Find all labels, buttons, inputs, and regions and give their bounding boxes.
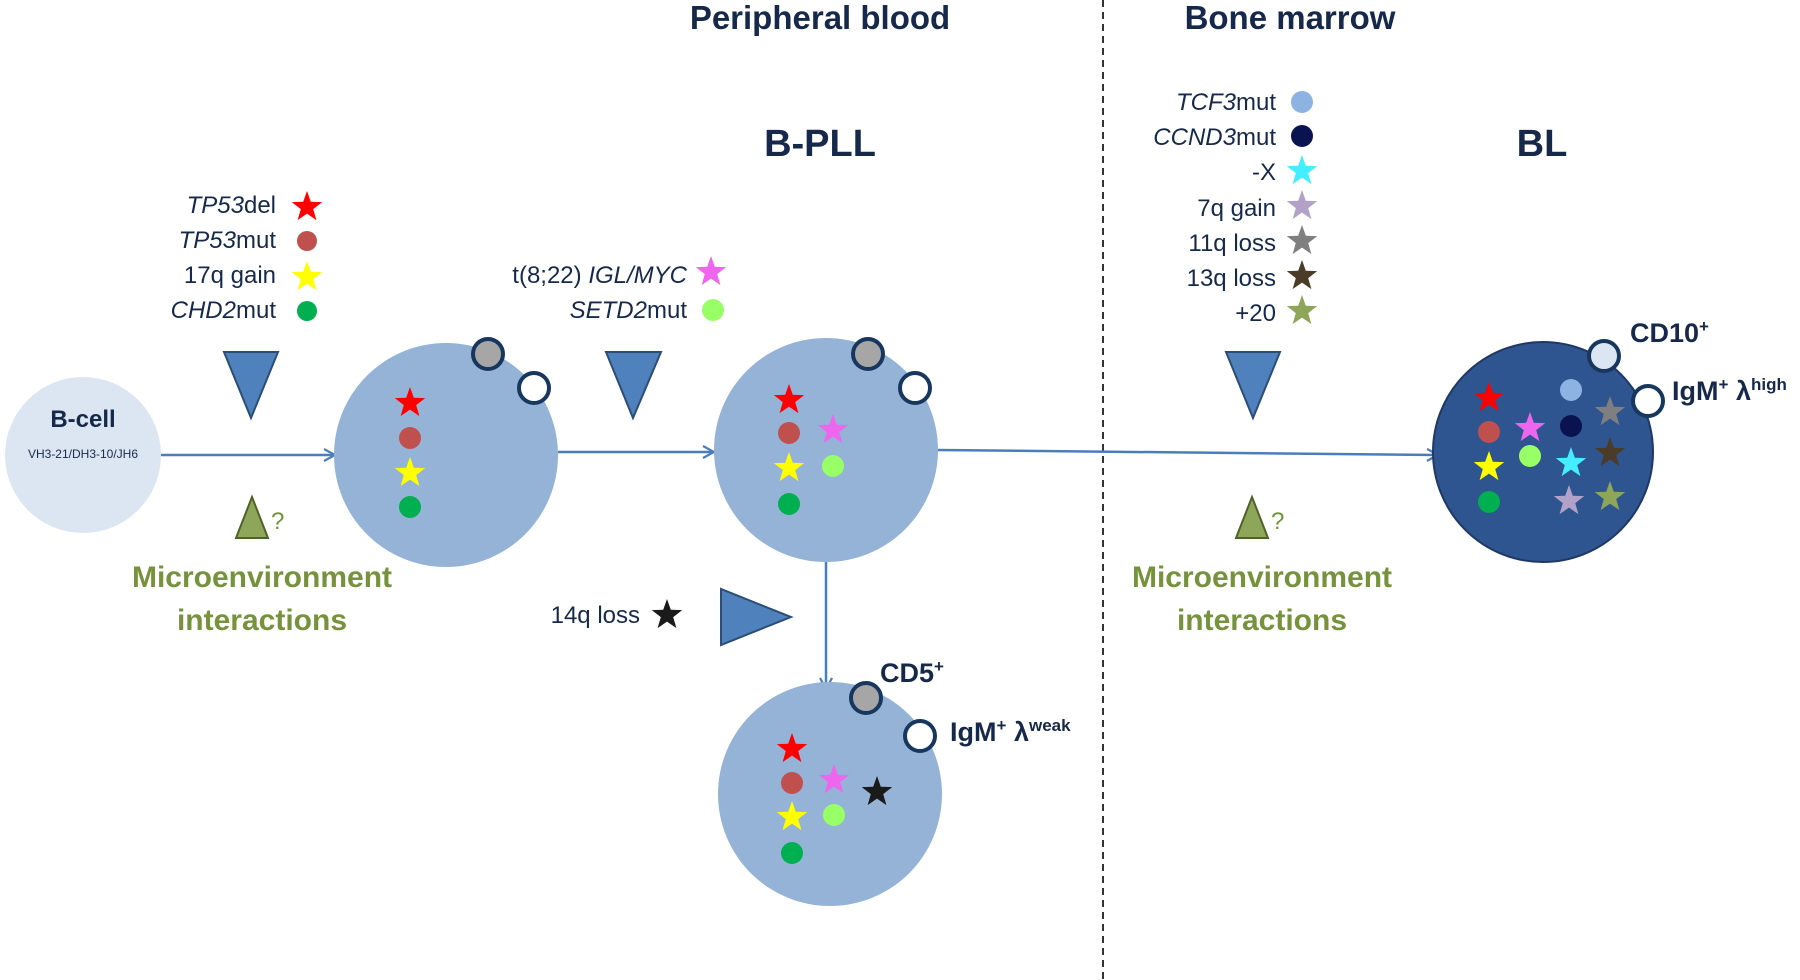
microenv-triangle-right [1234, 494, 1270, 539]
cell-subclone-marker-grey [849, 681, 883, 715]
microenv-label-right-line2: interactions [1177, 604, 1347, 637]
cell-bl-plus20-star [1594, 481, 1626, 511]
cell-bl-igm-marker [1631, 384, 1665, 418]
cell-bl-iglmyc-star [1514, 412, 1546, 442]
cell-subclone-iglmyc-star [818, 764, 850, 794]
cell-bl-setd2mut-dot [1519, 445, 1541, 467]
cell-bl-tp53del-star [1473, 382, 1505, 412]
microenv-question-left: ? [271, 508, 284, 535]
microenv-triangle-left [234, 494, 270, 539]
cd10-marker-label: CD10+ [1630, 317, 1709, 348]
legend-ccnd3mut-dot [1291, 125, 1313, 147]
legend-tp53del-star [291, 191, 323, 221]
cd5-marker-label: CD5+ [880, 657, 944, 688]
cell-subclone-14qloss-star [861, 776, 893, 806]
cell-early-17qgain-star [394, 457, 426, 487]
cell-bpll [714, 338, 938, 562]
legend-17qgain-label: 17q gain [184, 262, 276, 289]
cell-bl-ccnd3mut-dot [1560, 415, 1582, 437]
legend-11qloss-star [1286, 225, 1318, 255]
bcell-title: B-cell [50, 406, 115, 433]
cell-bpll-marker-white [898, 371, 932, 405]
legend-chd2mut-dot [297, 301, 317, 321]
cell-bl-minusx-star [1555, 447, 1587, 477]
cell-bl-cd10-marker [1587, 339, 1621, 373]
legend-14qloss-label: 14q loss [551, 602, 640, 629]
event-triangle-2 [604, 351, 663, 421]
cell-bpll-marker-grey [851, 337, 885, 371]
legend-17qgain-star [291, 261, 323, 291]
cell-early-tp53mut-dot [399, 427, 421, 449]
header-bl: BL [1517, 123, 1568, 165]
cell-early-chd2mut-dot [399, 496, 421, 518]
legend-plus20-star [1286, 295, 1318, 325]
legend-setd2mut-label: SETD2mut [570, 297, 688, 324]
legend-tp53mut-label: TP53mut [179, 227, 277, 254]
event-triangle-1 [222, 351, 280, 421]
legend-setd2mut-dot [702, 299, 724, 321]
legend-14qloss-star [651, 599, 683, 629]
cell-bpll-subclone [718, 682, 942, 906]
cell-bl-17qgain-star [1473, 451, 1505, 481]
legend-minusx-label: -X [1252, 159, 1276, 186]
cell-bl-13qloss-star [1594, 437, 1626, 467]
cell-bpll-chd2mut-dot [778, 493, 800, 515]
cell-subclone-17qgain-star [776, 801, 808, 831]
cell-bpll-iglmyc-star [817, 414, 849, 444]
cell-subclone-chd2mut-dot [781, 842, 803, 864]
legend-chd2mut-label: CHD2mut [171, 297, 277, 324]
cell-subclone-tp53del-star [776, 733, 808, 763]
microenv-question-right: ? [1271, 508, 1284, 535]
igm-lambda-high-label: IgM+ λhigh [1672, 375, 1787, 406]
cell-bl-11qloss-star [1594, 396, 1626, 426]
cell-subclone-marker-white [903, 719, 937, 753]
event-triangle-3 [1224, 351, 1282, 421]
legend-13qloss-label: 13q loss [1187, 265, 1276, 292]
cell-subclone-tp53mut-dot [781, 772, 803, 794]
cell-bl-tcf3mut-dot [1560, 379, 1582, 401]
cell-early-clone [334, 343, 558, 567]
cell-bl-tp53mut-dot [1478, 421, 1500, 443]
legend-tp53mut-dot [297, 231, 317, 251]
legend-13qloss-star [1286, 260, 1318, 290]
legend-11qloss-label: 11q loss [1188, 230, 1276, 257]
legend-tcf3mut-dot [1291, 91, 1313, 113]
legend-iglmyc-star [695, 256, 727, 286]
bcell-genes: VH3-21/DH3-10/JH6 [28, 447, 138, 461]
microenv-label-left-line2: interactions [177, 604, 347, 637]
cell-bpll-tp53del-star [773, 384, 805, 414]
cell-early-marker-grey [471, 337, 505, 371]
cell-bpll-tp53mut-dot [778, 422, 800, 444]
legend-7qgain-label: 7q gain [1197, 195, 1276, 222]
legend-tcf3mut-label: TCF3mut [1176, 89, 1276, 116]
cell-subclone-setd2mut-dot [823, 804, 845, 826]
cell-bpll-setd2mut-dot [822, 455, 844, 477]
legend-minusx-star [1286, 155, 1318, 185]
cell-bl-chd2mut-dot [1478, 491, 1500, 513]
header-bone-marrow: Bone marrow [1185, 0, 1396, 36]
cell-early-marker-white [517, 371, 551, 405]
cell-early-tp53del-star [394, 387, 426, 417]
event-triangle-14qloss [720, 587, 794, 647]
microenv-label-left-line1: Microenvironment [132, 561, 392, 594]
legend-plus20-label: +20 [1235, 300, 1276, 327]
header-peripheral-blood: Peripheral blood [690, 0, 950, 36]
header-bpll: B-PLL [764, 123, 876, 165]
legend-tp53del-label: TP53del [187, 192, 276, 219]
legend-7qgain-star [1286, 190, 1318, 220]
bcell-circle [5, 377, 161, 533]
microenv-label-right-line1: Microenvironment [1132, 561, 1392, 594]
cell-bl-7qgain-star [1553, 485, 1585, 515]
cell-bpll-17qgain-star [773, 452, 805, 482]
legend-iglmyc-label: t(8;22) IGL/MYC [512, 262, 687, 289]
arrow-bpll-to-bl [937, 450, 1437, 455]
igm-lambda-weak-label: IgM+ λweak [950, 716, 1071, 747]
legend-ccnd3mut-label: CCND3mut [1153, 124, 1276, 151]
